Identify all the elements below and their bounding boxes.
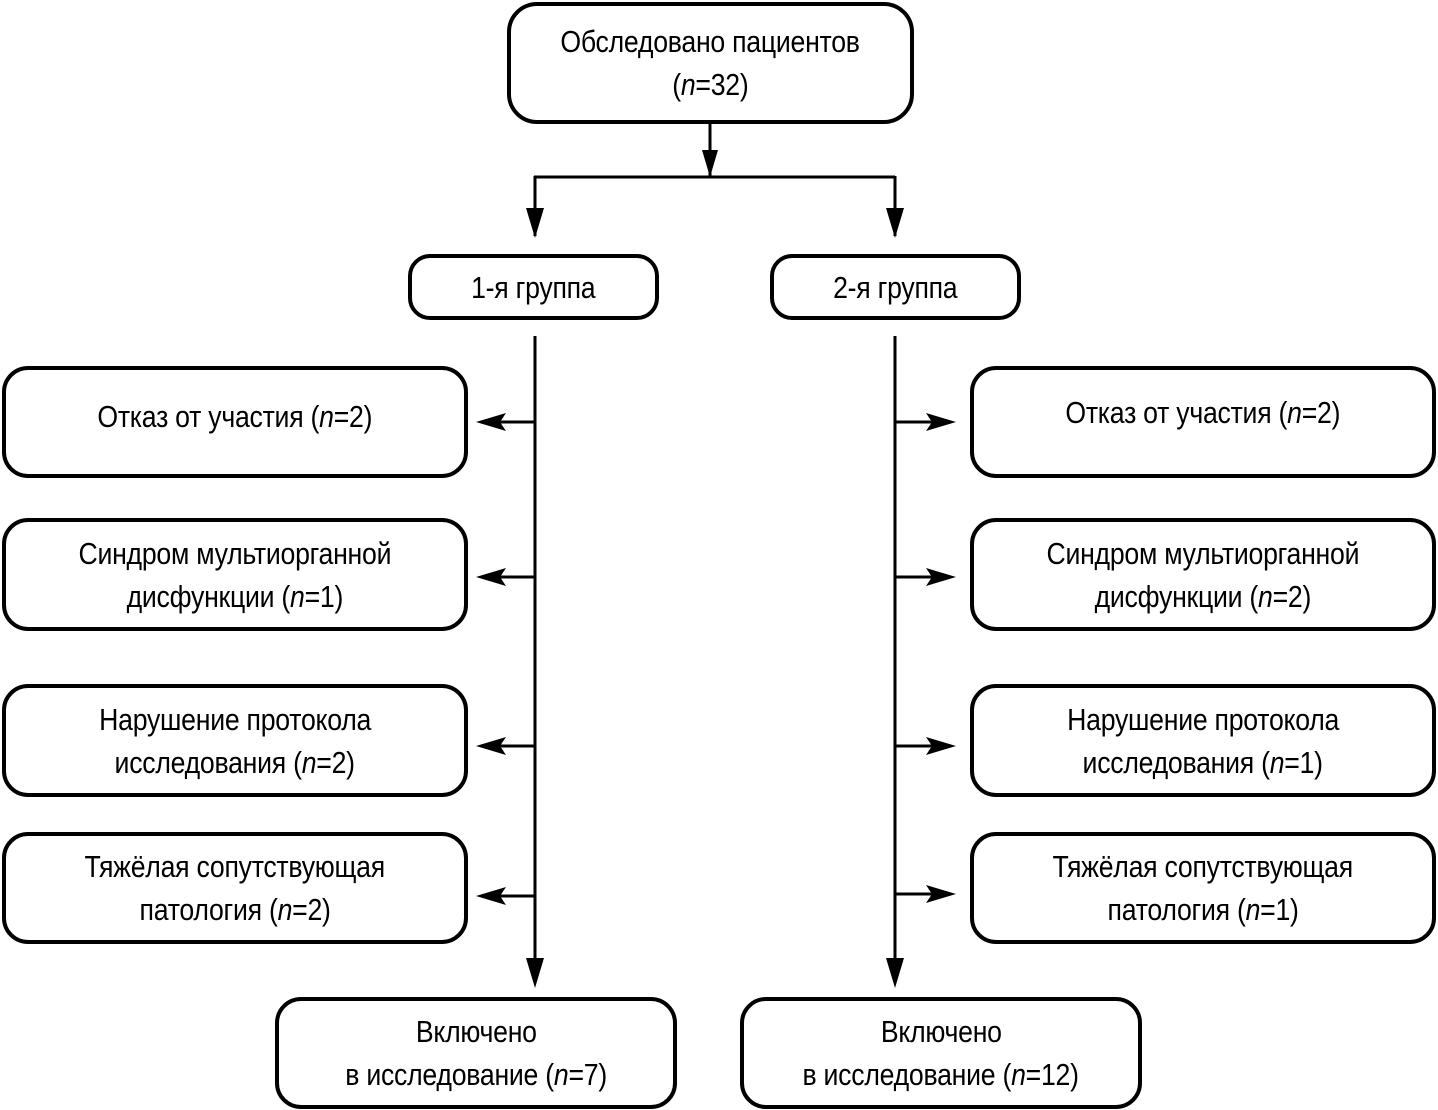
g1-exclusion-comorbidity: Тяжёлая сопутствующая патология (n=2) xyxy=(2,832,468,944)
arrowhead-g1-3 xyxy=(476,737,506,755)
arrowhead-g2-2 xyxy=(926,568,956,586)
root-count: (n=32) xyxy=(672,67,749,102)
g2-exclusion-refusal: Отказ от участия (n=2) xyxy=(970,366,1436,478)
group-1-label: 1-я группа xyxy=(471,269,596,305)
g1-included-node: Включено в исследование (n=7) xyxy=(275,997,677,1109)
arrowhead-g1-4 xyxy=(476,887,506,905)
g2-exclusion-mods: Синдром мультиорганной дисфункции (n=2) xyxy=(970,518,1436,631)
g1-exclusion-mods: Синдром мультиорганной дисфункции (n=1) xyxy=(2,518,468,631)
arrowhead-g2-4 xyxy=(926,885,956,903)
arrowhead-g1-2 xyxy=(476,568,506,586)
arrowhead-root xyxy=(702,150,718,177)
group-2-label: 2-я группа xyxy=(833,269,958,305)
arrowhead-g1-1 xyxy=(476,413,506,431)
g2-exclusion-comorbidity: Тяжёлая сопутствующая патология (n=1) xyxy=(970,832,1436,944)
arrowhead-inc1 xyxy=(526,958,544,988)
arrowhead-g2 xyxy=(886,208,904,238)
root-title: Обследовано пациентов xyxy=(560,24,861,59)
group-1-node: 1-я группа xyxy=(408,254,659,320)
g2-exclusion-protocol-violation: Нарушение протокола исследования (n=1) xyxy=(970,684,1436,797)
root-node-examined-patients: Обследовано пациентов (n=32) xyxy=(507,2,914,124)
arrowhead-g2-3 xyxy=(926,737,956,755)
g2-included-node: Включено в исследование (n=12) xyxy=(740,997,1142,1109)
arrowhead-g1 xyxy=(526,208,544,238)
g1-exclusion-refusal: Отказ от участия (n=2) xyxy=(2,366,468,478)
arrowhead-inc2 xyxy=(886,958,904,988)
g1-exclusion-protocol-violation: Нарушение протокола исследования (n=2) xyxy=(2,684,468,797)
arrowhead-g2-1 xyxy=(926,413,956,431)
group-2-node: 2-я группа xyxy=(770,254,1021,320)
